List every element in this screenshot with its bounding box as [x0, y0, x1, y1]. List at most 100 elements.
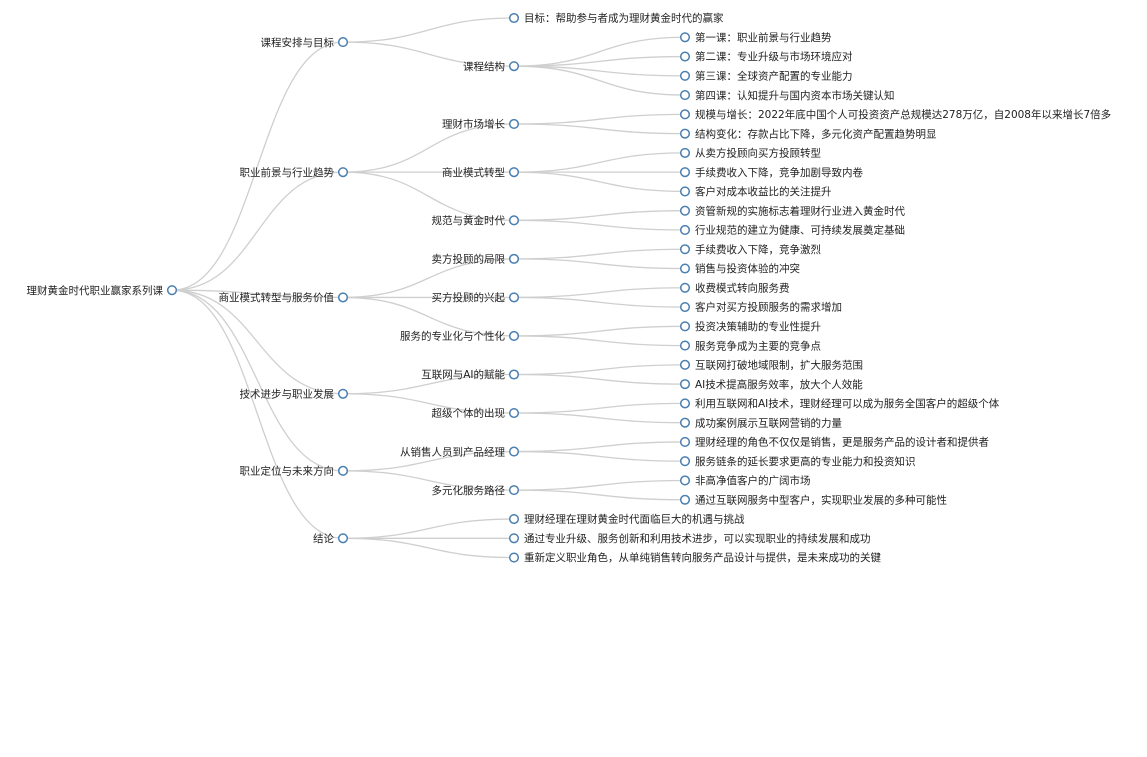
tree-node-1-2[interactable]: 规范与黄金时代: [432, 214, 520, 227]
tree-node-1-0-1[interactable]: 结构变化：存款占比下降，多元化资产配置趋势明显: [679, 127, 937, 140]
node-toggle-icon[interactable]: [679, 263, 691, 274]
tree-node-1-1-0[interactable]: 从卖方投顾向买方投顾转型: [679, 147, 821, 160]
node-toggle-icon[interactable]: [679, 90, 691, 101]
tree-node-2-2-1[interactable]: 服务竞争成为主要的竞争点: [679, 339, 821, 352]
tree-node-5-0[interactable]: 理财经理在理财黄金时代面临巨大的机遇与挑战: [508, 513, 745, 526]
node-toggle-icon[interactable]: [508, 215, 520, 226]
branch-label: 职业定位与未来方向: [240, 465, 335, 478]
node-toggle-icon[interactable]: [337, 167, 349, 178]
tree-node-3[interactable]: 技术进步与职业发展: [240, 387, 349, 400]
node-toggle-icon[interactable]: [679, 436, 691, 447]
tree-node-1[interactable]: 职业前景与行业趋势: [240, 166, 349, 179]
node-toggle-icon[interactable]: [508, 552, 520, 563]
tree-node-2-2[interactable]: 服务的专业化与个性化: [400, 330, 520, 343]
tree-node-1-0[interactable]: 理财市场增长: [442, 118, 520, 131]
node-toggle-icon[interactable]: [337, 533, 349, 544]
tree-node-2-0-0[interactable]: 手续费收入下降，竞争激烈: [679, 243, 822, 256]
tree-node-2-0-1[interactable]: 销售与投资体验的冲突: [679, 262, 801, 275]
node-toggle-icon[interactable]: [508, 446, 520, 457]
node-toggle-icon[interactable]: [679, 398, 691, 409]
tree-node-1-2-1[interactable]: 行业规范的建立为健康、可持续发展奠定基础: [679, 224, 905, 237]
node-toggle-icon[interactable]: [679, 70, 691, 81]
node-toggle-icon[interactable]: [679, 205, 691, 216]
node-toggle-icon[interactable]: [679, 147, 691, 158]
tree-node-3-0-0[interactable]: 互联网打破地域限制，扩大服务范围: [679, 359, 863, 372]
tree-node-0-1-3[interactable]: 第四课：认知提升与国内资本市场关键认知: [679, 89, 895, 102]
link-node-2-1-0: [513, 287, 686, 299]
tree-node-1-2-0[interactable]: 资管新规的实施标志着理财行业进入黄金时代: [679, 204, 906, 217]
tree-node-4-1[interactable]: 多元化服务路径: [432, 484, 520, 497]
node-toggle-icon[interactable]: [337, 465, 349, 476]
node-toggle-icon[interactable]: [508, 533, 520, 544]
tree-node-0-1[interactable]: 课程结构: [463, 60, 520, 73]
node-toggle-icon[interactable]: [337, 37, 349, 48]
tree-node-3-1[interactable]: 超级个体的出现: [432, 407, 520, 420]
tree-node-5-1[interactable]: 通过专业升级、服务创新和利用技术进步，可以实现职业的持续发展和成功: [508, 532, 871, 545]
node-toggle-icon[interactable]: [679, 244, 691, 255]
node-toggle-icon[interactable]: [679, 456, 691, 467]
tree-node-0-0[interactable]: 目标：帮助参与者成为理财黄金时代的赢家: [508, 12, 724, 25]
node-toggle-icon[interactable]: [508, 167, 520, 178]
node-toggle-icon[interactable]: [508, 407, 520, 419]
node-toggle-icon[interactable]: [508, 118, 520, 130]
tree-node-4-0[interactable]: 从销售人员到产品经理: [400, 445, 520, 458]
node-toggle-icon[interactable]: [508, 12, 520, 24]
node-toggle-icon[interactable]: [166, 285, 178, 296]
node-toggle-icon[interactable]: [679, 302, 691, 313]
tree-node-1-0-0[interactable]: 规模与增长：2022年底中国个人可投资资产总规模达278万亿，自2008年以来增…: [679, 108, 1111, 121]
node-toggle-icon[interactable]: [679, 224, 691, 236]
tree-node-1-1[interactable]: 商业模式转型: [442, 166, 520, 179]
node-toggle-icon[interactable]: [679, 186, 691, 197]
node-toggle-icon[interactable]: [337, 388, 349, 399]
tree-node-4-1-1[interactable]: 通过互联网服务中型客户，实现职业发展的多种可能性: [679, 493, 947, 506]
node-toggle-icon[interactable]: [508, 292, 520, 303]
tree-node-5-2[interactable]: 重新定义职业角色，从单纯销售转向服务产品设计与提供，是未来成功的关键: [508, 551, 882, 564]
node-toggle-icon[interactable]: [508, 513, 520, 525]
link-node-4: [171, 289, 344, 472]
node-toggle-icon[interactable]: [679, 359, 691, 370]
node-toggle-icon[interactable]: [679, 340, 691, 351]
link-node-1-1-2: [513, 171, 686, 193]
tree-node-3-0[interactable]: 互联网与AI的赋能: [421, 368, 520, 381]
node-toggle-icon[interactable]: [679, 167, 691, 178]
tree-node-0-1-1[interactable]: 第二课：专业升级与市场环境应对: [679, 50, 853, 63]
tree-node-4[interactable]: 职业定位与未来方向: [240, 465, 349, 478]
node-toggle-icon[interactable]: [679, 51, 691, 62]
tree-node-0-1-0[interactable]: 第一课：职业前景与行业趋势: [679, 31, 832, 44]
tree-node-3-1-1[interactable]: 成功案例展示互联网营销的力量: [679, 416, 843, 429]
node-toggle-icon[interactable]: [679, 417, 691, 428]
tree-node-1-1-2[interactable]: 客户对成本收益比的关注提升: [679, 185, 832, 198]
tree-node-0-1-2[interactable]: 第三课：全球资产配置的专业能力: [679, 69, 853, 82]
node-toggle-icon[interactable]: [679, 379, 691, 390]
node-toggle-icon[interactable]: [679, 109, 691, 120]
node-toggle-icon[interactable]: [508, 485, 520, 496]
tree-node-2-0[interactable]: 卖方投顾的局限: [432, 253, 520, 266]
node-toggle-icon[interactable]: [679, 475, 691, 486]
tree-node-3-0-1[interactable]: AI技术提高服务效率，放大个人效能: [679, 378, 864, 391]
node-toggle-icon[interactable]: [337, 292, 349, 303]
tree-node-2-2-0[interactable]: 投资决策辅助的专业性提升: [679, 320, 821, 333]
tree-node-2-1-0[interactable]: 收费模式转向服务费: [679, 281, 790, 294]
node-toggle-icon[interactable]: [679, 32, 691, 43]
tree-node-5[interactable]: 结论: [313, 532, 349, 545]
link-node-1: [171, 171, 344, 291]
node-toggle-icon[interactable]: [679, 321, 691, 332]
node-toggle-icon[interactable]: [508, 253, 520, 264]
node-toggle-icon[interactable]: [679, 494, 691, 505]
tree-node-4-0-1[interactable]: 服务链条的延长要求更高的专业能力和投资知识: [679, 455, 916, 468]
tree-node-2[interactable]: 商业模式转型与服务价值: [219, 291, 349, 304]
tree-node-4-1-0[interactable]: 非高净值客户的广阔市场: [679, 474, 811, 487]
tree-node-0[interactable]: 课程安排与目标: [261, 36, 349, 49]
node-toggle-icon[interactable]: [679, 128, 691, 139]
tree-node-4-0-0[interactable]: 理财经理的角色不仅仅是销售，更是服务产品的设计者和提供者: [679, 436, 989, 449]
tree-node[interactable]: 理财黄金时代职业赢家系列课: [27, 284, 178, 297]
node-toggle-icon[interactable]: [508, 330, 520, 342]
node-toggle-icon[interactable]: [508, 61, 520, 72]
tree-node-2-1[interactable]: 买方投顾的兴起: [432, 291, 520, 304]
tree-node-3-1-0[interactable]: 利用互联网和AI技术，理财经理可以成为服务全国客户的超级个体: [679, 397, 1000, 410]
tree-node-2-1-1[interactable]: 客户对买方投顾服务的需求增加: [679, 301, 842, 314]
leaf-label: 资管新规的实施标志着理财行业进入黄金时代: [695, 204, 905, 217]
node-toggle-icon[interactable]: [679, 282, 691, 293]
node-toggle-icon[interactable]: [508, 369, 520, 380]
tree-node-1-1-1[interactable]: 手续费收入下降，竞争加剧导致内卷: [679, 166, 864, 179]
